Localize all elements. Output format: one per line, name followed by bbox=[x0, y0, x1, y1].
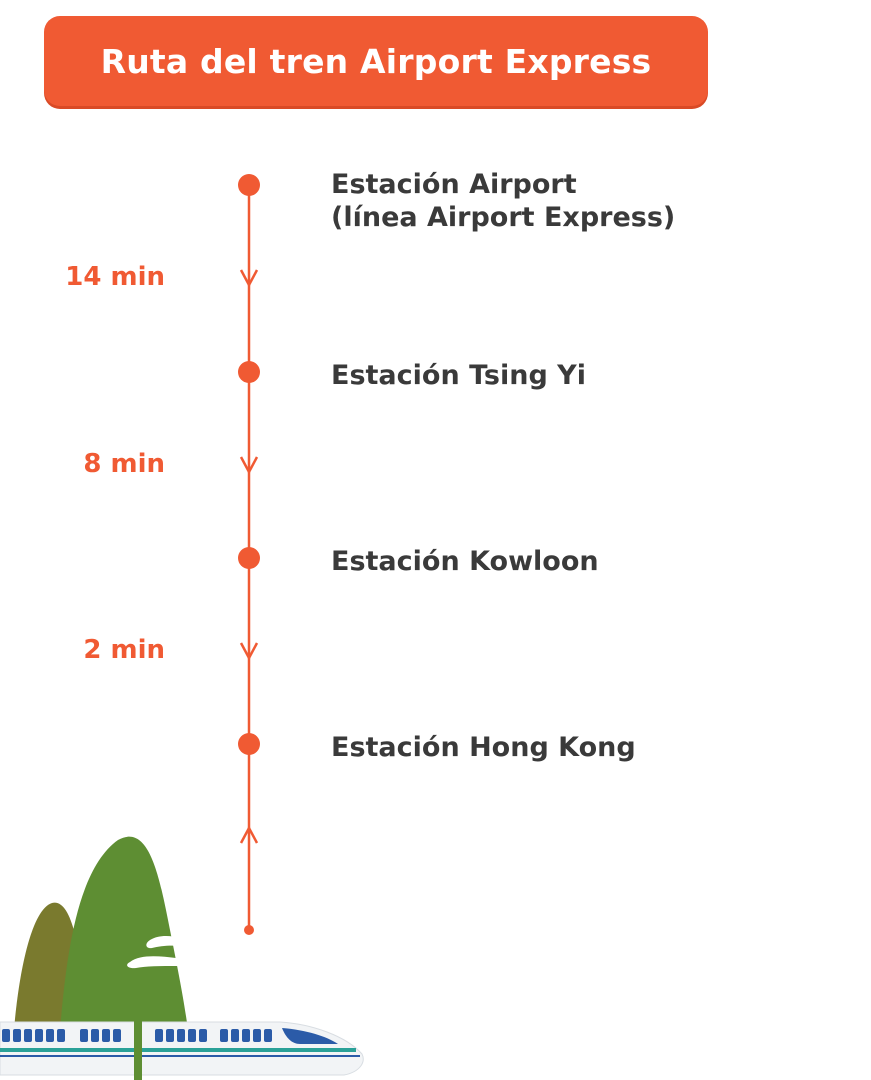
arrow-down-icon bbox=[239, 642, 259, 661]
cloud-swoosh bbox=[127, 956, 178, 969]
tree-trunk bbox=[134, 1020, 142, 1080]
page-title: Ruta del tren Airport Express bbox=[100, 41, 652, 81]
title-banner: Ruta del tren Airport Express bbox=[44, 16, 708, 106]
duration-label: 14 min bbox=[65, 262, 165, 292]
station-subtitle: (línea Airport Express) bbox=[331, 202, 676, 233]
route-end-dot-icon bbox=[244, 925, 254, 935]
train-stripe bbox=[0, 1048, 356, 1052]
station-name: Estación Hong Kong bbox=[331, 732, 636, 763]
station-name: Estación Airport bbox=[331, 169, 577, 200]
station-tsing-yi: Estación Tsing Yi bbox=[331, 359, 586, 392]
station-name: Estación Kowloon bbox=[331, 546, 599, 577]
station-kowloon: Estación Kowloon bbox=[331, 545, 599, 578]
duration-label: 2 min bbox=[83, 635, 165, 665]
station-dot-icon bbox=[238, 547, 260, 569]
arrow-down-icon bbox=[239, 456, 259, 475]
station-name: Estación Tsing Yi bbox=[331, 360, 586, 391]
station-dot-icon bbox=[238, 733, 260, 755]
tree-illustration bbox=[60, 836, 188, 1030]
cloud-swoosh bbox=[146, 936, 180, 949]
train-windows bbox=[2, 1029, 272, 1042]
duration-label: 8 min bbox=[83, 449, 165, 479]
arrow-up-icon bbox=[239, 825, 259, 844]
train-stripe bbox=[0, 1055, 360, 1057]
station-dot-icon bbox=[238, 361, 260, 383]
arrow-down-icon bbox=[239, 269, 259, 288]
station-hong-kong: Estación Hong Kong bbox=[331, 731, 636, 764]
train-cab-window bbox=[282, 1028, 338, 1044]
station-dot-icon bbox=[238, 174, 260, 196]
station-airport: Estación Airport (línea Airport Express) bbox=[331, 168, 675, 234]
train-scene-illustration bbox=[0, 836, 364, 1080]
